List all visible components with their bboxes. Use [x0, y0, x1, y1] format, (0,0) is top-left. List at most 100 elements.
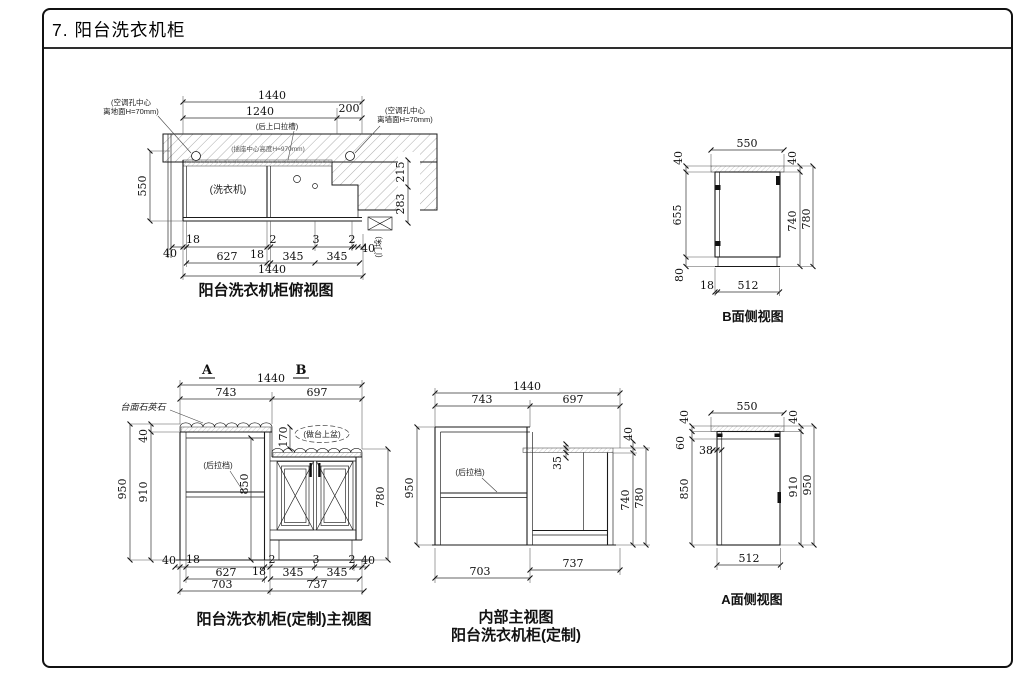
dim-label: 80: [673, 268, 686, 282]
dim-label: 1240: [246, 105, 274, 118]
dim-label: 60: [674, 436, 687, 450]
top-view-drawing: 1440 1240 200 550 215 283 40: [103, 89, 438, 299]
dim-label: 740: [619, 490, 632, 511]
dim-label: 550: [737, 137, 758, 150]
dim-label: 2: [349, 233, 356, 246]
dim-label: 3: [313, 233, 320, 246]
dim-label: 910: [787, 477, 800, 498]
dim-label: 40: [361, 242, 375, 255]
internal-view-caption2: 阳台洗衣机柜(定制): [451, 626, 581, 644]
dim-label: 18: [250, 248, 264, 261]
back-rail-strip: [182, 159, 333, 167]
basin-cloud: [294, 425, 350, 443]
dim-label: 780: [800, 209, 813, 230]
counter-right: [272, 452, 362, 458]
dim-label: 703: [212, 578, 233, 591]
countertop-slab: [710, 425, 785, 432]
door-pier: [367, 216, 393, 231]
dim-label: 215: [394, 162, 407, 183]
dim-label: 655: [671, 205, 684, 226]
dim-label: 2: [269, 553, 276, 566]
dim-label: 950: [403, 478, 416, 499]
ac-hole-right-icon: [345, 151, 355, 161]
a-side-caption: A面侧视图: [721, 592, 782, 607]
annotation-socket: (插座中心高度H=970mm): [231, 144, 305, 153]
dim-label: 18: [186, 233, 200, 246]
dim-label: 627: [216, 566, 237, 579]
dim-label: 283: [394, 194, 407, 215]
dim-label: 40: [137, 429, 150, 443]
dim-label: 170: [277, 427, 290, 448]
b-side-caption: B面侧视图: [722, 309, 783, 324]
a-side-view-drawing: 550 40 60 850 38 40 9: [674, 400, 817, 607]
dim-label: 780: [374, 487, 387, 508]
dim-label: 2: [349, 553, 356, 566]
cabinet-side: [716, 430, 781, 546]
handle-icon: [777, 492, 781, 503]
dim-label: 737: [307, 578, 328, 591]
front-view-caption: 阳台洗衣机柜(定制)主视图: [197, 610, 372, 628]
dim-label: 38: [699, 444, 713, 457]
dim-label: 740: [786, 211, 799, 232]
dim-label: 1440: [257, 372, 285, 385]
dim-label: 950: [116, 479, 129, 500]
wall-hatch-right: [331, 161, 438, 211]
annotation-ac-hole-left: (空调孔中心: [111, 97, 151, 107]
hinge-icon: [715, 241, 721, 246]
section-marker-b: B: [296, 363, 307, 378]
dim-label: 512: [738, 279, 759, 292]
cabinet-side: [714, 171, 781, 258]
dim-label: 40: [361, 554, 375, 567]
label-back-rail: (后拉档): [455, 467, 485, 477]
hinge-icon: [717, 433, 723, 437]
hinge-icon: [715, 185, 721, 190]
label-door-pier: (门垛): [373, 236, 383, 258]
dim-label: 40: [163, 247, 177, 260]
dim-label: 1440: [258, 263, 286, 276]
counter-left: [180, 426, 272, 433]
dim-label: 345: [283, 566, 304, 579]
dim-label: 550: [737, 400, 758, 413]
label-basin: (做台上盆): [303, 429, 341, 439]
handle-icon: [776, 176, 780, 185]
dim-label: 40: [787, 410, 800, 424]
dim-label: 703: [470, 565, 491, 578]
dim-label: 780: [633, 488, 646, 509]
dim-label: 1440: [513, 380, 541, 393]
dim-label: 35: [551, 456, 564, 470]
dim-label: 345: [283, 250, 304, 263]
handle-icon: [309, 463, 312, 477]
annotation-ac-hole-left2: 离地面H=70mm): [103, 106, 159, 116]
dim-label: 697: [563, 393, 584, 406]
sheet-border: [42, 8, 1013, 668]
page-title: 7. 阳台洗衣机柜: [52, 20, 186, 40]
wall-hatch-top: [162, 133, 438, 163]
counter-internal: [522, 447, 614, 453]
dim-label: 40: [786, 151, 799, 165]
dim-label: 345: [327, 250, 348, 263]
dim-label: 3: [313, 553, 320, 566]
dim-label: 743: [216, 386, 237, 399]
b-side-view-drawing: 550 40 655 80 40 740 780 18 512 B面侧视图: [671, 137, 816, 324]
dim-label: 2: [270, 233, 277, 246]
dim-label: 743: [472, 393, 493, 406]
hinge-icon: [774, 433, 780, 437]
dim-label: 40: [162, 554, 176, 567]
label-washing-machine: (洗衣机): [210, 183, 247, 196]
dim-label: 512: [739, 552, 760, 565]
dim-label: 1440: [258, 89, 286, 102]
front-view-drawing: A B 1440 743 697 台面石英石: [116, 363, 391, 628]
ac-hole-left-icon: [191, 151, 201, 161]
handle-icon: [318, 463, 321, 477]
annotation-ac-hole-right: (空调孔中心: [385, 105, 425, 115]
dim-label: 850: [238, 474, 251, 495]
dim-label: 627: [217, 250, 238, 263]
dim-label: 950: [801, 475, 814, 496]
cabinet-doors: [276, 461, 354, 531]
dim-label: 550: [136, 176, 149, 197]
dim-label: 18: [186, 553, 200, 566]
faucet-hole-icon: [293, 175, 301, 183]
countertop-slab: [710, 165, 785, 173]
